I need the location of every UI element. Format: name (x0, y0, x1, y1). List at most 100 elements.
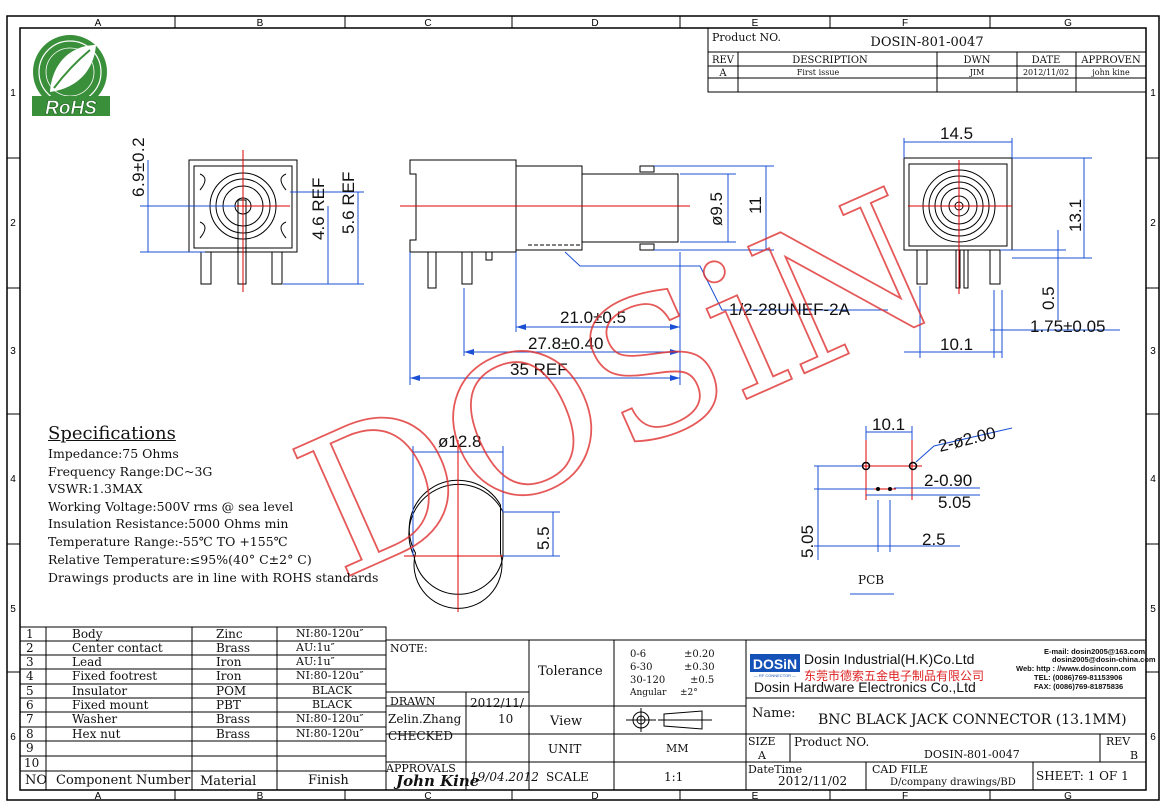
contact-email: E-mail: dosin2005@163.com (1044, 647, 1146, 656)
contact-tel: TEL: (0086)769-81153906 (1034, 673, 1123, 682)
datetime-value: 2012/11/02 (778, 774, 848, 788)
bom-finish: NI:80-120u″ (296, 712, 364, 725)
col-letter-f-bottom: F (902, 791, 908, 802)
tol-value-1: ±0.20 (684, 649, 715, 660)
bom-header-row: NO Component Number Material Finish (20, 773, 386, 789)
bom-component: Hex nut (72, 727, 121, 741)
dim-len-27: 27.8±0.40 (528, 334, 604, 353)
pcb-label: PCB (858, 573, 884, 587)
bom-header-material: Material (200, 774, 257, 789)
panel-cutout (408, 479, 503, 609)
scale-label: SCALE (546, 770, 589, 784)
table-row: 4 Fixed footrest Iron NI:80-120u″ (20, 669, 386, 683)
dim-10-1: 10.1 (940, 335, 973, 354)
approvals-date: 19/04.2012 (470, 770, 539, 784)
row-number-3-right: 3 (1150, 346, 1156, 357)
table-row: 1 Body Zinc NI:80-120u″ (20, 627, 386, 641)
tol-angular-value: ±2° (680, 688, 698, 698)
bom-component: Lead (72, 655, 102, 669)
dim-1-75: 1.75±0.05 (1030, 317, 1106, 336)
tol-range-1: 0-6 (630, 649, 647, 660)
table-row: 8 Hex nut Brass NI:80-120u″ (20, 727, 386, 741)
row-number-4: 4 (10, 474, 16, 485)
dim-front-ref1: 4.6 REF (309, 178, 328, 240)
bom-material: Brass (216, 641, 251, 655)
spec-line: Insulation Resistance:5000 Ohms min (48, 516, 289, 531)
rev-row-approven: john kine (1091, 68, 1130, 77)
bom-finish: AU:1u″ (296, 641, 335, 654)
col-letter-g-bottom: G (1064, 791, 1072, 802)
side-view (409, 159, 679, 289)
dim-pcb-holes-large: 2-ø2.00 (936, 423, 997, 456)
spec-line: Temperature Range:-55℃ TO +155℃ (48, 534, 288, 549)
bom-header-finish: Finish (308, 773, 349, 788)
tol-range-3: 30-120 (630, 675, 666, 686)
bom-finish: NI:80-120u″ (296, 669, 364, 682)
bom-no: 6 (26, 698, 34, 712)
bom-finish: AU:1u″ (296, 655, 335, 668)
rev-col-rev: REV (712, 55, 735, 66)
col-letter-e-bottom: E (752, 791, 759, 802)
cad-file-label: CAD FILE (872, 763, 928, 776)
side-view-dims (409, 165, 888, 385)
title-block-grid (385, 639, 1147, 791)
bom-no: 7 (26, 712, 34, 726)
table-row: 7 Washer Brass NI:80-120u″ (20, 712, 386, 726)
bom-finish: NI:80-120u″ (296, 627, 364, 640)
spec-line: Working Voltage:500V rms @ sea level (48, 499, 294, 514)
spec-line: Frequency Range:DC~3G (48, 464, 213, 479)
rev-value: B (1130, 749, 1139, 762)
bom-material: POM (216, 684, 247, 698)
size-value: A (758, 749, 766, 762)
row-numbers: 1 2 3 4 5 6 1 2 3 4 5 6 (10, 88, 1156, 743)
revision-table (707, 27, 1147, 93)
row-number-3: 3 (10, 346, 16, 357)
table-row: 10 (20, 756, 386, 770)
row-number-1-right: 1 (1150, 88, 1156, 99)
rev-col-dwn: DWN (963, 55, 990, 66)
datetime-label: DateTime (748, 763, 803, 776)
rev-row-description: First issue (797, 68, 840, 77)
pcb-layout (814, 426, 1013, 595)
frame-ticks (7, 16, 1159, 800)
front-view-centerlines (198, 150, 290, 292)
company-logo-text: DOSiN (753, 656, 797, 672)
product-no-value: DOSIN-801-0047 (924, 748, 1020, 761)
note-label: NOTE: (390, 642, 428, 655)
dim-5-5: 5.5 (534, 526, 553, 550)
bom-component: Body (72, 627, 103, 641)
scale-value: 1:1 (664, 770, 684, 784)
panel-cutout-outline (408, 483, 504, 595)
bom-material: Brass (216, 727, 251, 741)
spec-line: Drawings products are in line with ROHS … (48, 570, 379, 585)
col-letter-d: D (591, 18, 598, 29)
dim-pcb-5-05-h: 5.05 (938, 493, 971, 512)
company-logo: DOSiN — RF CONNECTOR — (750, 654, 800, 678)
bom-component: Insulator (72, 684, 128, 698)
bom-no: 1 (26, 627, 34, 641)
side-view-arrows (410, 324, 680, 381)
col-letter-a: A (95, 18, 102, 29)
dim-pcb-10-1: 10.1 (872, 415, 905, 434)
product-no-label: Product NO. (794, 735, 870, 749)
bom-finish: BLACK (312, 684, 352, 697)
bom-finish: NI:80-120u″ (296, 727, 364, 740)
dim-len-35: 35 REF (510, 360, 568, 379)
dim-front-ref2: 5.6 REF (339, 172, 358, 234)
bom-header-component: Component Number (56, 773, 191, 788)
bom-material: Iron (216, 669, 242, 683)
row-number-2: 2 (10, 218, 16, 229)
col-letter-g: G (1064, 18, 1072, 29)
rev-row-date: 2012/11/02 (1023, 68, 1069, 77)
bom-table: 1 Body Zinc NI:80-120u″ 2 Center contact… (20, 627, 386, 790)
dim-width-14-5: 14.5 (940, 124, 973, 143)
bom-no: 10 (24, 756, 40, 770)
rohs-logo: RoHS (32, 35, 110, 119)
dim-pcb-2-5: 2.5 (922, 530, 946, 549)
company-name-cn: 东莞市德索五金电子制品有限公司 (804, 669, 985, 683)
bom-component: Fixed mount (72, 698, 149, 712)
dim-len-21: 21.0±0.5 (560, 308, 626, 327)
dim-pcb-5-05-v: 5.05 (798, 525, 817, 558)
right-view-centerlines (908, 160, 1012, 294)
